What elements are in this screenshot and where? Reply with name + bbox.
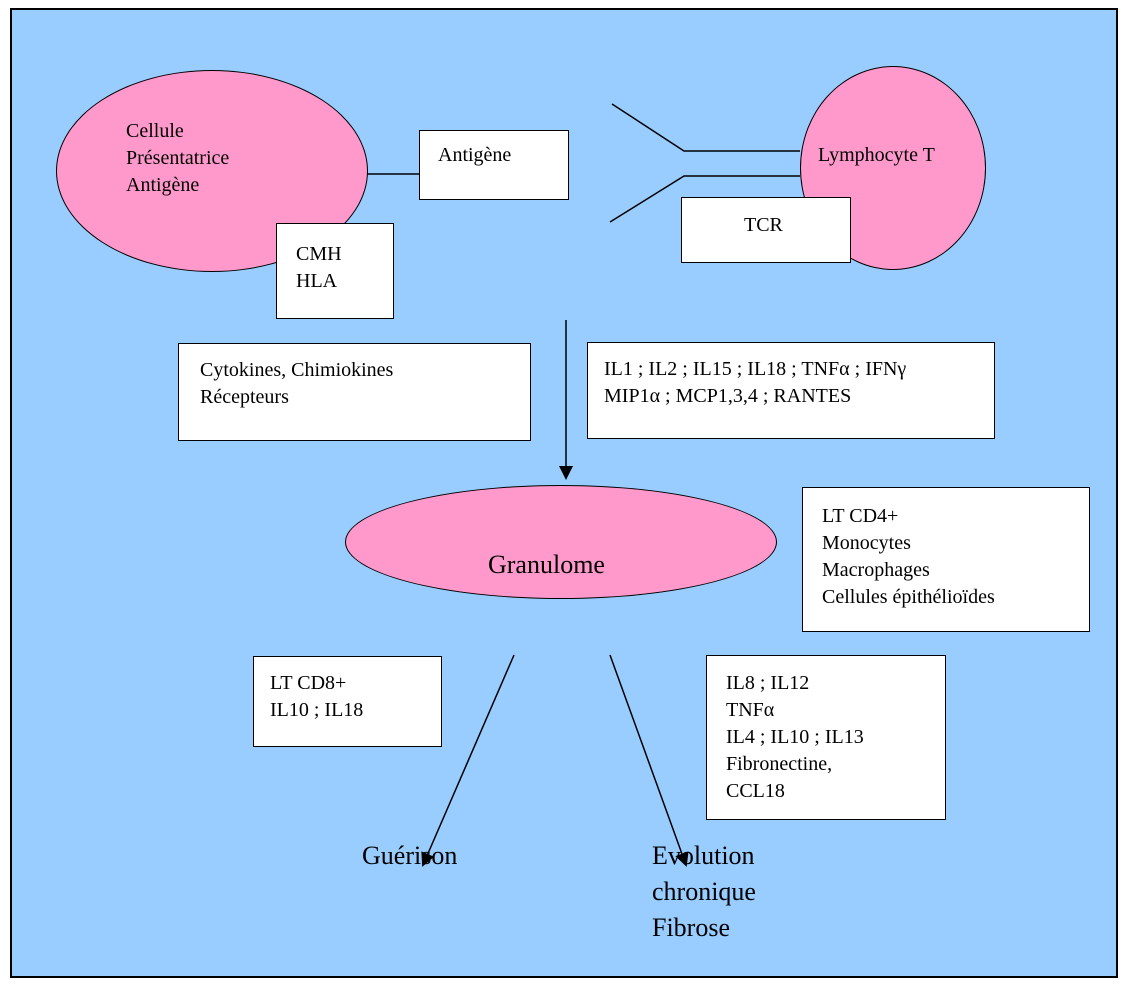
apc-label: Cellule Présentatrice Antigène: [126, 120, 230, 196]
guerison-label: Guérison: [362, 841, 458, 870]
cd8-box: [253, 656, 442, 747]
antigen-label: Antigène: [438, 144, 512, 166]
cd8-label: LT CD8+ IL10 ; IL18: [270, 672, 364, 721]
granulome-label: Granulome: [488, 550, 605, 579]
tcr-box: [681, 197, 851, 263]
cmh-label: CMH HLA: [296, 243, 342, 292]
tcr-label: TCR: [744, 214, 783, 236]
arrow-to-evolution: [609, 654, 689, 867]
interleukins-label: IL1 ; IL2 ; IL15 ; IL18 ; TNFα ; IFNγ MI…: [604, 358, 907, 407]
tcr-lower-arm: [609, 175, 800, 223]
cmh-box: [276, 223, 394, 319]
interleukins-box: [587, 342, 995, 439]
arrow-to-guerison: [421, 654, 515, 867]
fibrosis-factors-label: IL8 ; IL12 TNFα IL4 ; IL10 ; IL13 Fibron…: [726, 672, 864, 802]
antigen-box: [419, 130, 569, 200]
tcr-upper-arm: [611, 103, 800, 152]
granulome-cell: [345, 485, 777, 599]
cells-box: [802, 487, 1090, 632]
cells-label: LT CD4+ Monocytes Macrophages Cellules é…: [822, 505, 995, 608]
evolution-label: Evolution chronique Fibrose: [652, 841, 756, 942]
cytokines-label: Cytokines, Chimiokines Récepteurs: [200, 359, 394, 408]
lymphocyte-label: Lymphocyte T: [818, 144, 935, 166]
cytokines-box: [178, 343, 531, 441]
fibrosis-factors-box: [706, 655, 946, 820]
